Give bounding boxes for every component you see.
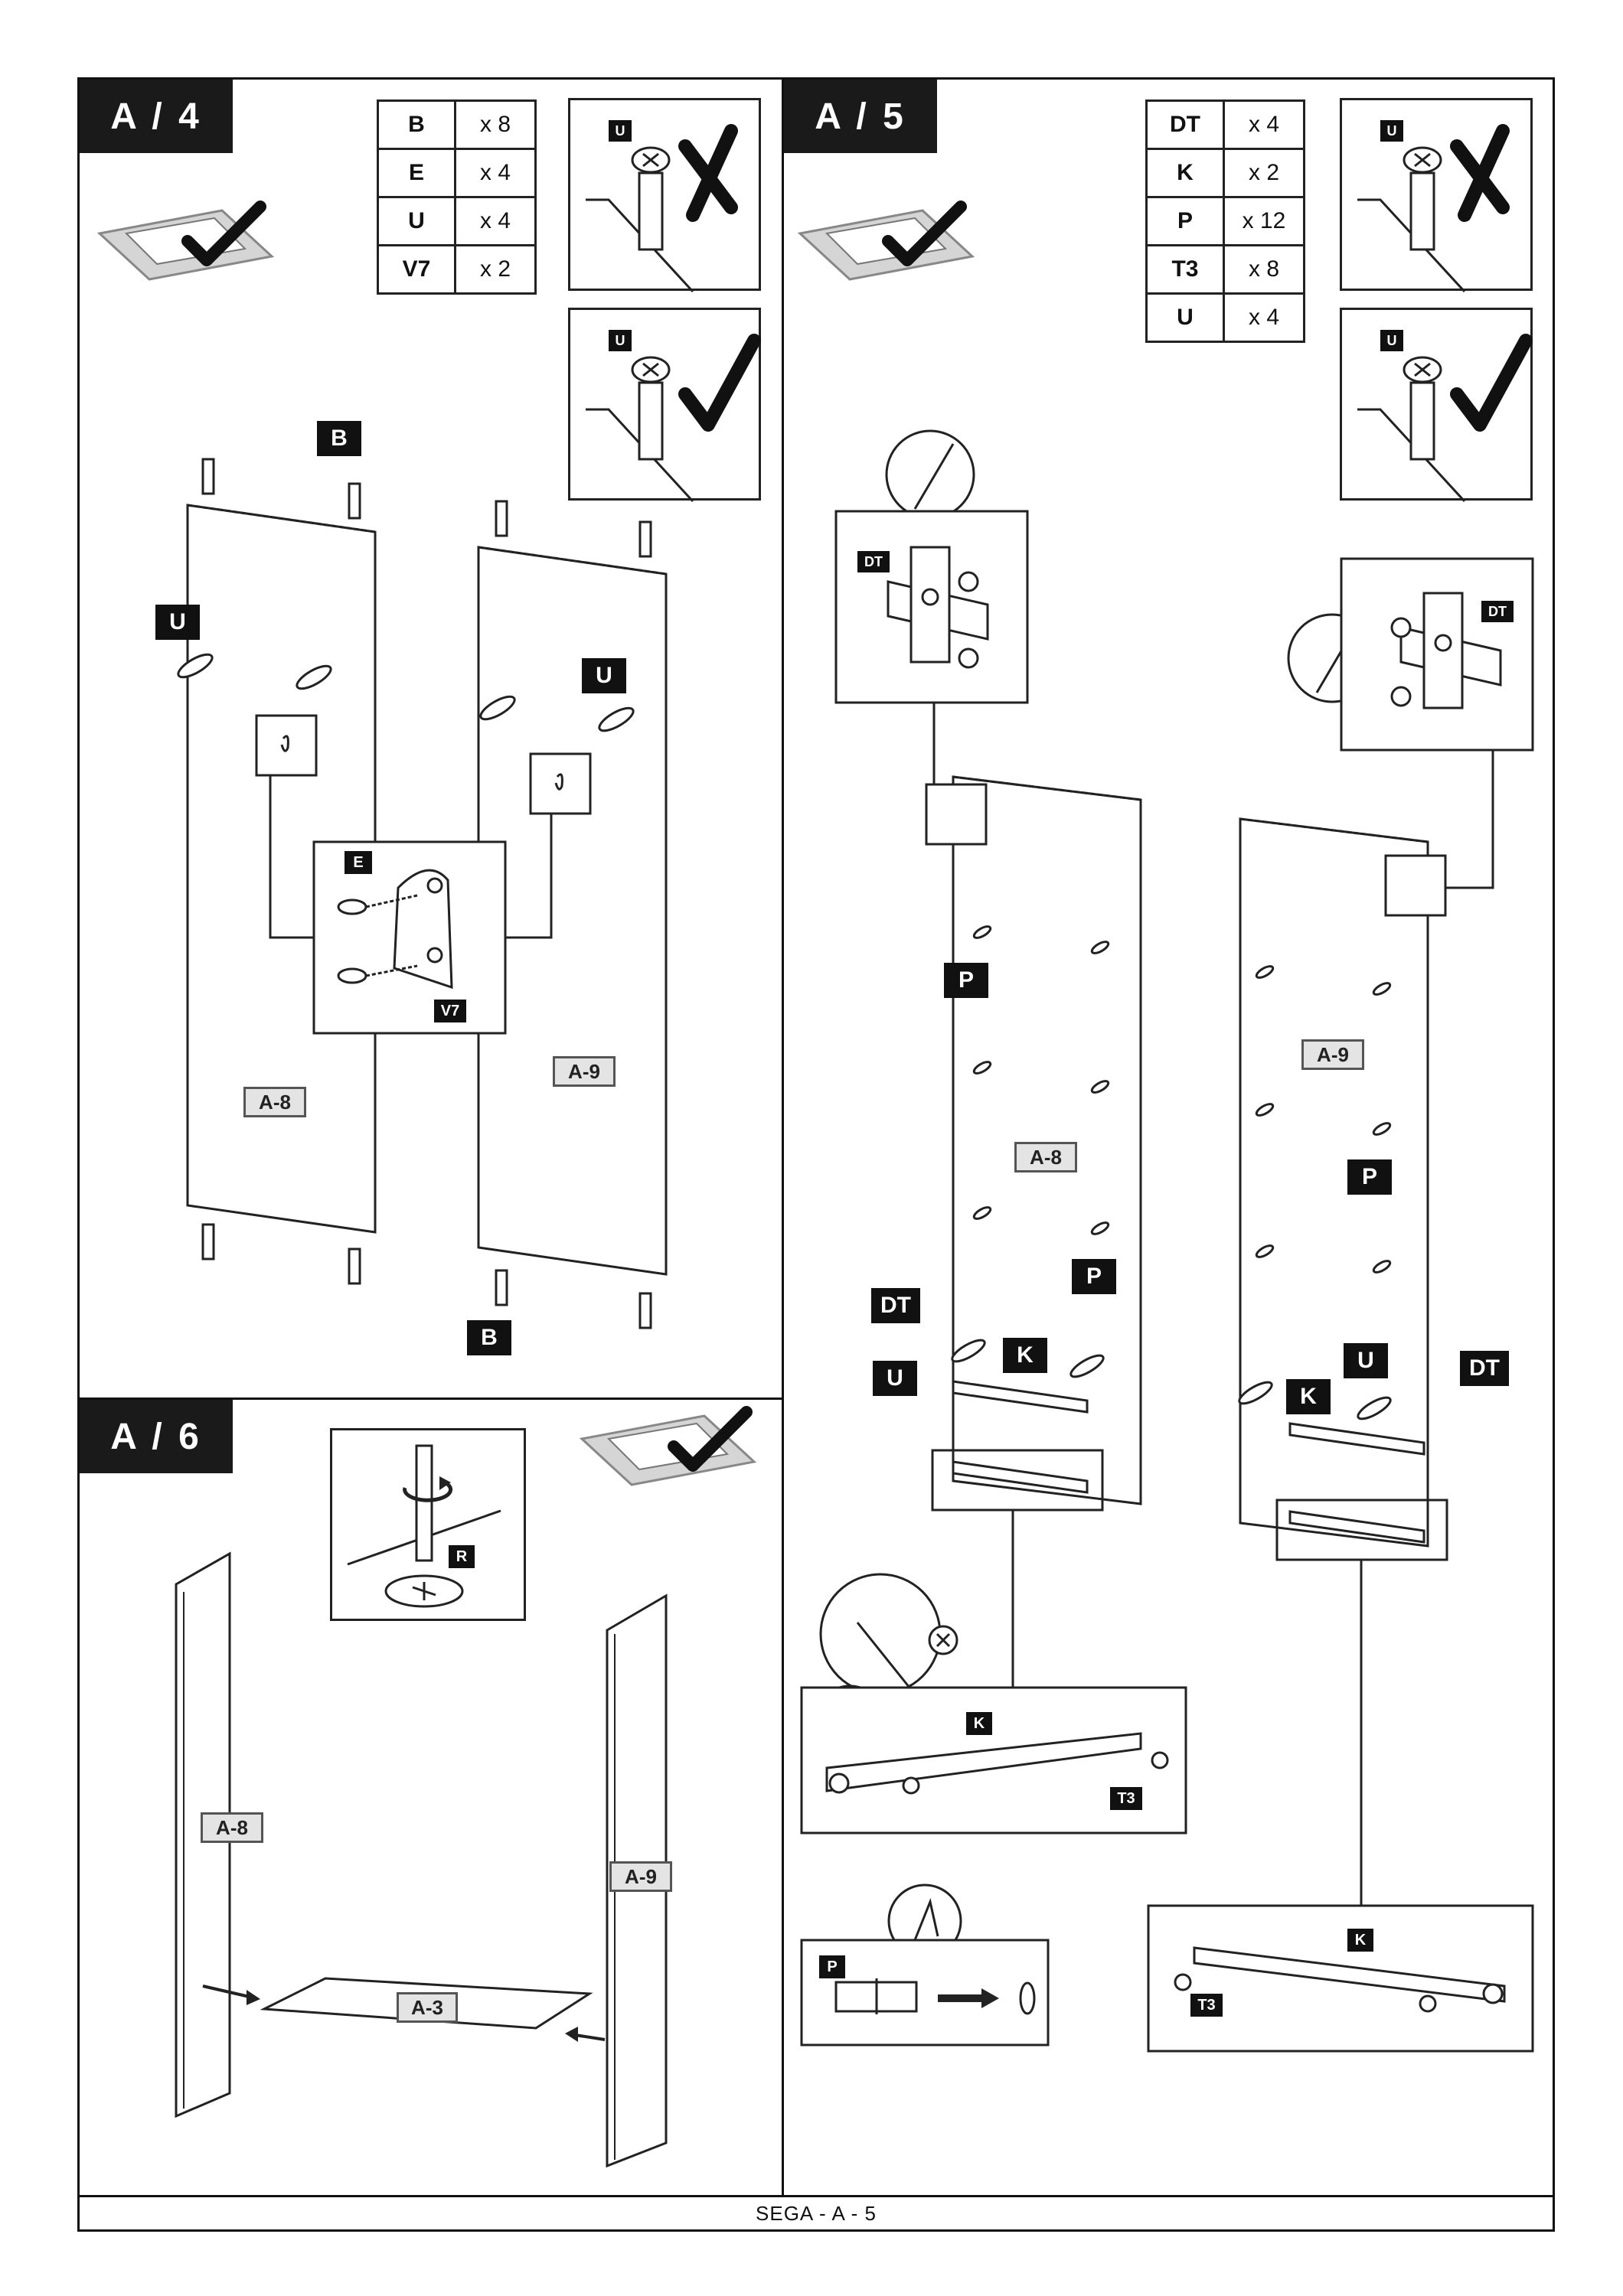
- a5-dt-label-inset-right: DT: [1481, 601, 1514, 622]
- dowel-correct-icon: [1357, 334, 1533, 503]
- a5-panel-a8: A-8: [1014, 1142, 1077, 1172]
- work-surface-icon: [96, 201, 275, 281]
- a5-p-label-3: P: [1347, 1159, 1392, 1195]
- a5-p-label-1: P: [944, 963, 988, 998]
- a4-wrong-inset: U: [568, 98, 761, 293]
- dowel-wrong-icon: [586, 124, 738, 293]
- inset-u-label: U: [1380, 120, 1403, 142]
- a4-v7-label: V7: [434, 1000, 466, 1022]
- center-divider: [782, 77, 784, 2197]
- a5-p-inset-label: P: [819, 1955, 845, 1978]
- a5-correct-inset: U: [1340, 308, 1533, 503]
- work-surface-icon: [797, 201, 975, 281]
- screwdriver-rotate-icon: [347, 1444, 501, 1608]
- dowel-wrong-icon: [1357, 124, 1510, 293]
- a5-u-label-right: U: [1344, 1343, 1388, 1378]
- a5-k-label-right: K: [1286, 1379, 1331, 1414]
- a6-r-label: R: [449, 1545, 475, 1568]
- inset-u-label: U: [1380, 330, 1403, 351]
- a5-dt-label-inset-left: DT: [857, 551, 890, 572]
- a6-panel-a8: A-8: [201, 1812, 263, 1843]
- dowel-correct-icon: [586, 334, 761, 503]
- work-surface-icon: [579, 1406, 757, 1486]
- a4-b-label-top: B: [317, 421, 361, 456]
- a4-panel-a8: A-8: [243, 1087, 306, 1117]
- a5-u-label-left: U: [873, 1361, 917, 1396]
- page-footer: SEGA - A - 5: [77, 2195, 1555, 2232]
- a5-panel-a9: A-9: [1301, 1039, 1364, 1070]
- a4-u-label-left: U: [155, 605, 200, 640]
- a4-b-label-bottom: B: [467, 1320, 511, 1355]
- a4-a6-divider: [77, 1397, 784, 1400]
- a5-k-inset-label-right: K: [1347, 1929, 1373, 1952]
- a5-t3-inset-label-right: T3: [1190, 1994, 1223, 2017]
- step-a4-title: A / 4: [80, 80, 233, 153]
- a5-dt-label-left: DT: [871, 1288, 920, 1323]
- step-a6-title: A / 6: [80, 1400, 233, 1473]
- a5-k-inset-label-left: K: [966, 1712, 992, 1735]
- a5-p-label-2: P: [1072, 1259, 1116, 1294]
- a6-panel-a9: A-9: [609, 1861, 672, 1892]
- inset-u-label: U: [609, 330, 632, 351]
- a5-k-label-left: K: [1003, 1338, 1047, 1373]
- a4-correct-inset: U: [568, 308, 761, 503]
- a6-screw-inset: R: [330, 1428, 526, 1621]
- step-a5-title: A / 5: [784, 80, 937, 153]
- a4-panel-a9: A-9: [553, 1056, 616, 1087]
- a5-wrong-inset: U: [1340, 98, 1533, 293]
- a4-e-label: E: [345, 851, 372, 874]
- a5-t3-inset-label-left: T3: [1110, 1787, 1142, 1810]
- a5-dt-label-right: DT: [1460, 1351, 1509, 1386]
- a6-shelf-a3: A-3: [397, 1992, 458, 2023]
- inset-u-label: U: [609, 120, 632, 142]
- a4-u-label-right: U: [582, 658, 626, 693]
